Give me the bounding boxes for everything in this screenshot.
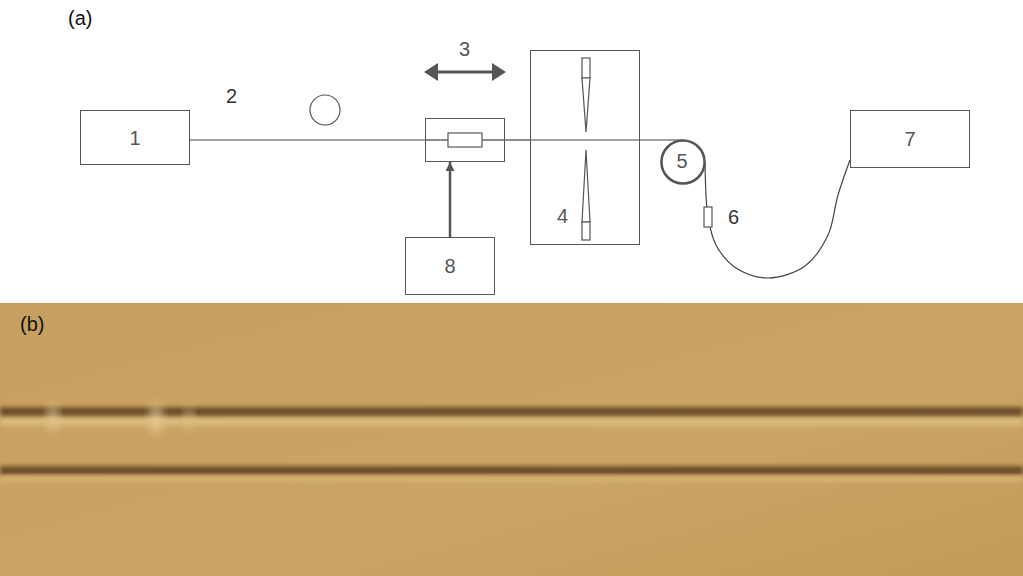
fiber — [530, 139, 640, 140]
fiber-component — [704, 207, 712, 227]
fiber-edge-lower — [0, 466, 1023, 475]
panel-label: (b) — [20, 312, 44, 336]
device-box: 4 — [530, 50, 640, 245]
electrode-base — [582, 58, 590, 78]
photo-speck — [185, 408, 193, 430]
callout-number: 8 — [444, 254, 455, 278]
fiber-line — [705, 160, 850, 278]
device-box: 1 — [80, 110, 190, 165]
fiber-line — [505, 139, 530, 140]
fiber — [482, 139, 505, 140]
device-box: 3 — [425, 118, 505, 162]
photo-speck — [150, 405, 162, 433]
fiber-coil: 5 — [661, 140, 705, 184]
panel-label: (a) — [68, 6, 92, 30]
callout-number: 4 — [557, 204, 568, 228]
callout-number: 7 — [904, 127, 915, 151]
callout-number: 6 — [728, 205, 739, 229]
fiber — [425, 139, 448, 140]
control-arrow — [449, 162, 452, 237]
edge-layer — [190, 140, 850, 278]
fiber-line — [190, 139, 425, 140]
callout-number: 1 — [129, 126, 140, 150]
fiber-glow — [0, 476, 1023, 482]
callout-number: 2 — [226, 84, 237, 108]
electrode-base — [582, 222, 590, 240]
motion-arrowhead — [424, 63, 438, 81]
photo-ground — [0, 303, 1023, 576]
callout-number: 3 — [459, 37, 470, 61]
fiber-loop — [310, 95, 340, 125]
callout-number: 5 — [676, 149, 687, 173]
motion-arrow — [432, 71, 498, 74]
coil-circle — [661, 140, 704, 183]
photo-speck — [48, 405, 58, 431]
electrode-tip — [582, 150, 590, 222]
device-box: 7 — [850, 110, 970, 168]
device-box: 8 — [405, 237, 495, 295]
fiber-clamp — [448, 133, 482, 147]
motion-arrowhead — [492, 63, 506, 81]
electrode-tip — [582, 78, 590, 132]
